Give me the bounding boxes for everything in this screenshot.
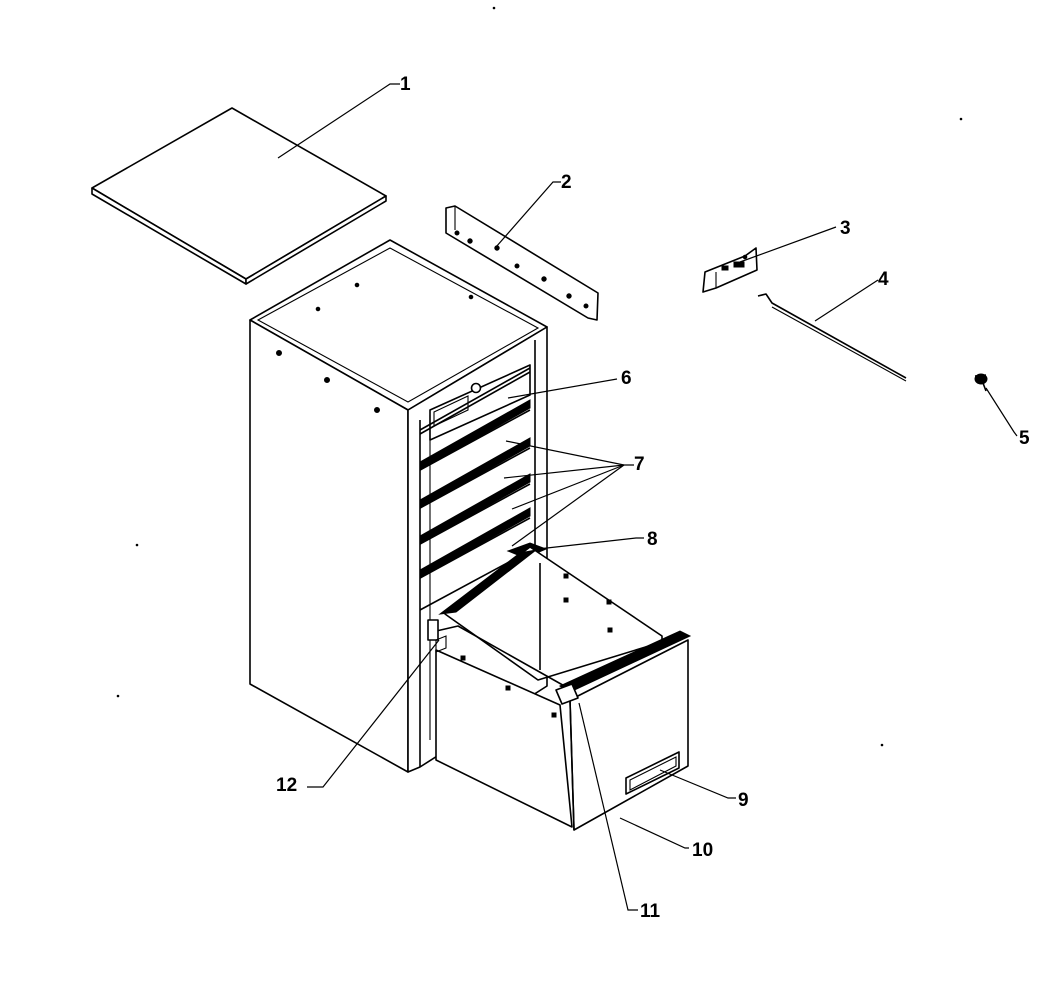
callout-1: 1 bbox=[400, 74, 411, 95]
callout-5: 5 bbox=[1019, 428, 1030, 449]
part-top-panel bbox=[91, 107, 387, 285]
part-latch-bracket bbox=[702, 247, 758, 293]
part-rear-bracket bbox=[445, 205, 599, 321]
callout-9: 9 bbox=[738, 790, 749, 811]
file-drawer bbox=[427, 546, 692, 831]
scan-specks bbox=[116, 6, 963, 747]
callout-4: 4 bbox=[878, 269, 889, 290]
cabinet-drawer-stack bbox=[419, 364, 548, 611]
callout-12: 12 bbox=[276, 775, 297, 796]
callout-7: 7 bbox=[634, 454, 645, 475]
callout-6: 6 bbox=[621, 368, 632, 389]
leader-lines bbox=[277, 83, 1018, 911]
callout-labels: 1 2 3 4 5 6 7 8 9 10 11 12 bbox=[276, 74, 1030, 922]
callout-8: 8 bbox=[647, 529, 658, 550]
callout-10: 10 bbox=[692, 840, 713, 861]
callout-11: 11 bbox=[640, 901, 661, 922]
part-rod bbox=[757, 293, 907, 382]
part-screw bbox=[974, 373, 988, 392]
callout-3: 3 bbox=[840, 218, 851, 239]
callout-2: 2 bbox=[561, 172, 572, 193]
